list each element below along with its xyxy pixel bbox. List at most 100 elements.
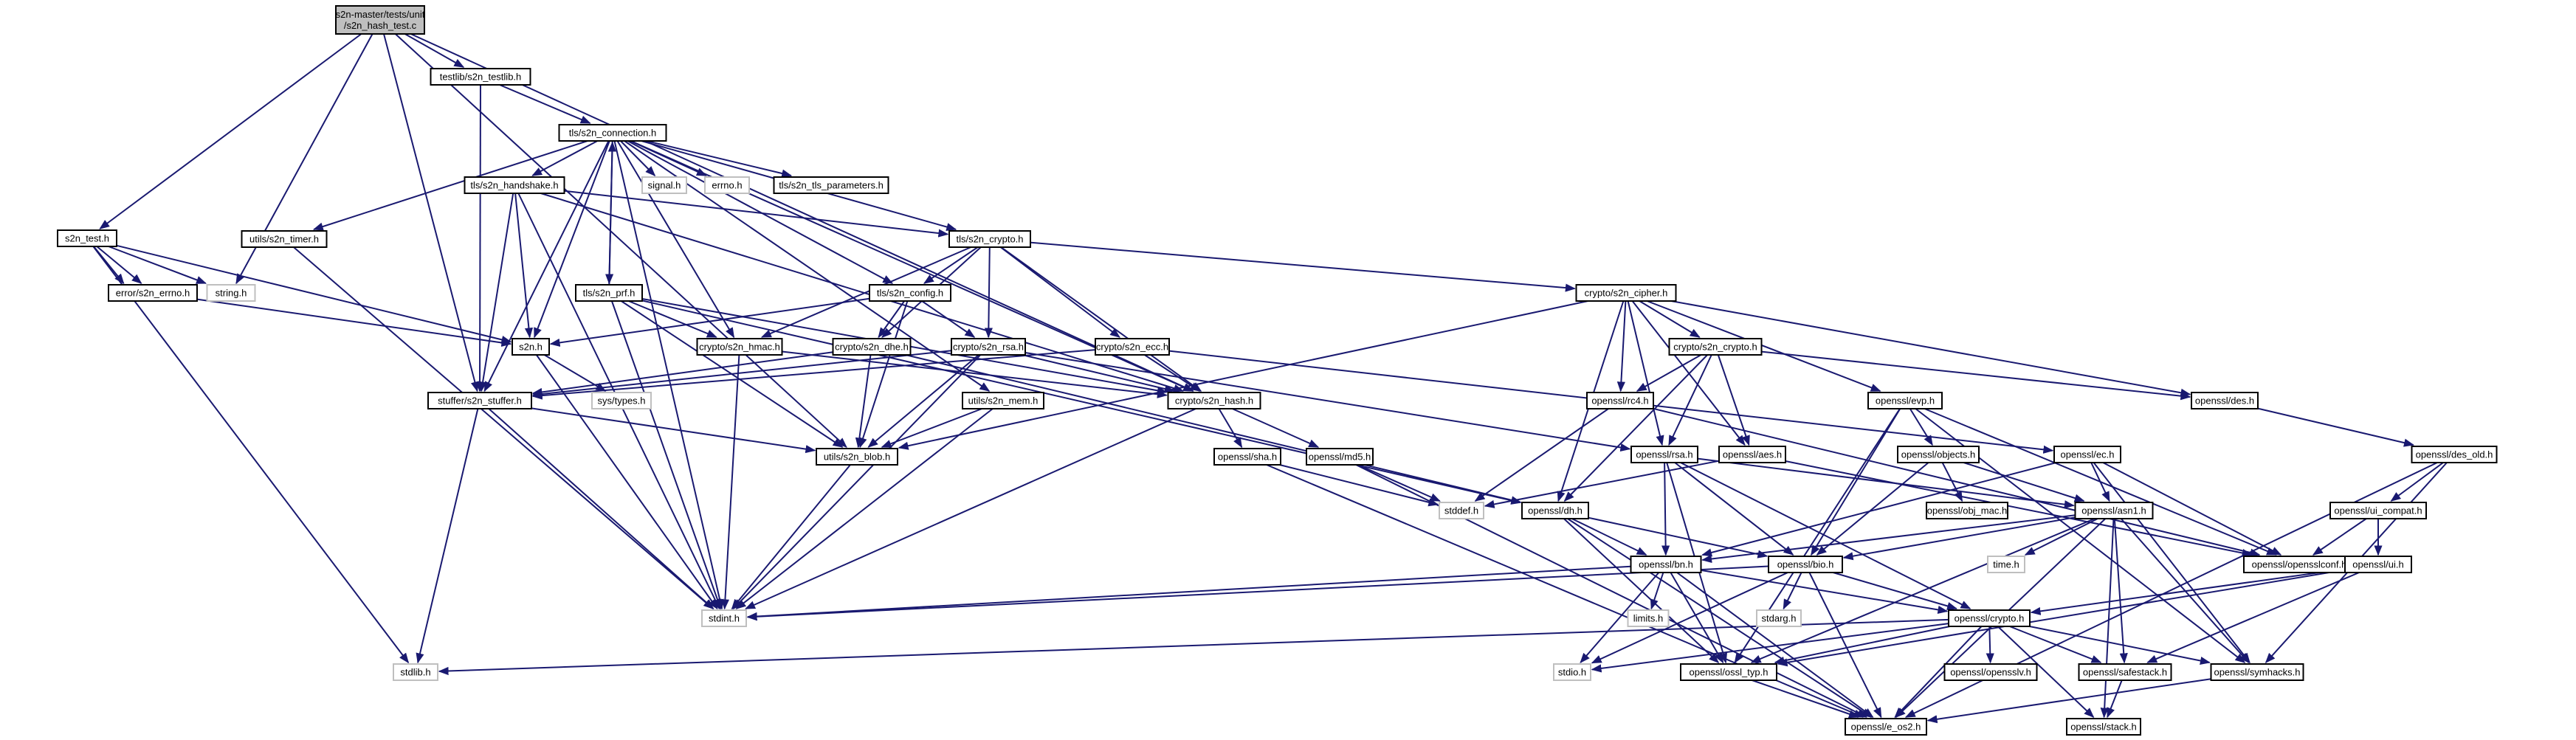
node-ossl_symhacks[interactable]: openssl/symhacks.h [2210,663,2304,681]
node-ossl_bio[interactable]: openssl/bio.h [1768,556,1843,573]
node-ossl_des-label: openssl/des.h [2195,395,2254,407]
node-ossl_rsa[interactable]: openssl/rsa.h [1630,446,1698,463]
node-crypto_cipher[interactable]: crypto/s2n_cipher.h [1575,284,1677,302]
node-string[interactable]: string.h [206,284,256,302]
node-stuffer[interactable]: stuffer/s2n_stuffer.h [427,392,532,409]
node-s2n_errno[interactable]: error/s2n_errno.h [108,284,198,302]
edge-crypto_cipher-to-ossl_rsa [1627,300,1664,446]
edge-ossl_ui-to-ossl_crypto [2030,568,2346,615]
edge-root-to-utils_blob [395,33,847,448]
edge-tls_crypto-to-crypto_cipher [1030,241,1576,292]
node-ossl_safestack-label: openssl/safestack.h [2083,667,2167,678]
edge-tls_config-to-utils_blob [858,300,909,449]
edge-ossl_md5-to-stddef [1357,464,1441,502]
node-tls_conn[interactable]: tls/s2n_connection.h [558,124,667,142]
node-ossl_typ-box [1680,663,1777,681]
node-ossl_stack[interactable]: openssl/stack.h [2066,718,2141,736]
node-tls_prf[interactable]: tls/s2n_prf.h [575,284,643,302]
node-ossl_asn1-box [2074,502,2154,519]
node-testlib[interactable]: testlib/s2n_testlib.h [430,68,531,86]
node-ossl_objmac[interactable]: openssl/obj_mac.h [1926,502,2008,519]
node-ossl_rc4[interactable]: openssl/rc4.h [1586,392,1654,409]
node-tls_config-label: tls/s2n_config.h [877,288,943,299]
node-s2n_test[interactable]: s2n_test.h [57,229,117,247]
node-ossl_bn[interactable]: openssl/bn.h [1630,556,1702,573]
node-utils_mem[interactable]: utils/s2n_mem.h [962,392,1044,409]
node-ossl_aes[interactable]: openssl/aes.h [1718,446,1786,463]
edge-ossl_dh-to-ossl_typ [1563,518,1720,663]
node-ossl_ec-box [2053,446,2121,463]
node-crypto_dhe[interactable]: crypto/s2n_dhe.h [832,338,912,356]
edge-tls_conn-to-s2n_h [534,140,610,339]
node-ossl_symhacks-box [2210,663,2304,681]
edge-tls_conn-to-tls_params [646,140,793,178]
node-ossl_des[interactable]: openssl/des.h [2191,392,2259,409]
node-s2n_h[interactable]: s2n.h [512,338,550,356]
node-crypto_rsa[interactable]: crypto/s2n_rsa.h [951,338,1026,356]
node-utils_blob[interactable]: utils/s2n_blob.h [816,448,898,466]
edge-ossl_bn-to-ossl_crypto [1701,569,1949,614]
edge-tls_handshake-to-s2n_h [514,193,534,339]
node-ossl_ui[interactable]: openssl/ui.h [2344,556,2412,573]
node-ossl_e_os2[interactable]: openssl/e_os2.h [1845,718,1927,736]
node-ossl_evp[interactable]: openssl/evp.h [1867,392,1943,409]
node-ossl_sha-label: openssl/sha.h [1218,452,1277,463]
edge-ossl_objects-to-ossl_asn1 [1963,462,2085,502]
node-ossl_des_old[interactable]: openssl/des_old.h [2411,446,2498,463]
edge-s2n_test-to-s2n_errno [96,246,142,284]
node-time[interactable]: time.h [1987,556,2025,573]
edge-crypto_cipher-to-ossl_rc4 [1616,300,1627,393]
node-limits[interactable]: limits.h [1627,609,1670,627]
node-stddef[interactable]: stddef.h [1439,502,1484,519]
node-time-box [1987,556,2025,573]
node-tls_crypto[interactable]: tls/s2n_crypto.h [948,230,1031,248]
node-tls_handshake[interactable]: tls/s2n_handshake.h [464,176,565,194]
edge-ossl_evp-to-ossl_bio [1811,408,1901,556]
node-s2n_test-label: s2n_test.h [65,233,109,244]
node-crypto_ecc[interactable]: crypto/s2n_ecc.h [1095,338,1170,356]
node-ossl_typ[interactable]: openssl/ossl_typ.h [1680,663,1777,681]
edge-ossl_sha-to-stddef [1279,464,1439,507]
node-ossl_sha[interactable]: openssl/sha.h [1213,448,1281,466]
node-stdlib[interactable]: stdlib.h [393,663,438,681]
node-ossl_des_old-label: openssl/des_old.h [2416,449,2493,460]
node-ossl_safestack-box [2078,663,2172,681]
node-crypto_ecc-label: crypto/s2n_ecc.h [1096,342,1168,353]
node-crypto_hash[interactable]: crypto/s2n_hash.h [1167,392,1261,409]
node-sys_types[interactable]: sys/types.h [591,392,652,409]
node-crypto_cipher-label: crypto/s2n_cipher.h [1585,288,1668,299]
node-ossl_md5[interactable]: openssl/md5.h [1306,448,1374,466]
node-tls_params[interactable]: tls/s2n_tls_parameters.h [773,176,889,194]
node-errno[interactable]: errno.h [704,176,750,194]
node-ossl_conf-label: openssl/opensslconf.h [2252,559,2347,570]
node-ossl_ec[interactable]: openssl/ec.h [2053,446,2121,463]
node-ossl_conf[interactable]: openssl/opensslconf.h [2243,556,2355,573]
node-tls_config[interactable]: tls/s2n_config.h [869,284,951,302]
node-crypto_hmac[interactable]: crypto/s2n_hmac.h [696,338,783,356]
node-signal-label: signal.h [648,180,681,191]
edge-tls_handshake-to-stuffer [478,193,514,393]
node-crypto_crypto[interactable]: crypto/s2n_crypto.h [1668,338,1763,356]
edge-tls_crypto-to-crypto_hmac [760,246,971,338]
node-stdint[interactable]: stdint.h [701,609,747,627]
node-ossl_ui_compat[interactable]: openssl/ui_compat.h [2329,502,2427,519]
node-ossl_ec-label: openssl/ec.h [2061,449,2115,460]
node-stdarg[interactable]: stdarg.h [1756,609,1802,627]
node-ossl_objects[interactable]: openssl/objects.h [1897,446,1980,463]
node-signal[interactable]: signal.h [641,176,687,194]
node-ossl_opensslv[interactable]: openssl/opensslv.h [1943,663,2038,681]
node-ossl_dh[interactable]: openssl/dh.h [1521,502,1589,519]
node-utils_timer[interactable]: utils/s2n_timer.h [241,230,328,248]
edge-ossl_rsa-to-ossl_asn1 [1697,457,2075,509]
node-ossl_crypto[interactable]: openssl/crypto.h [1948,609,2031,627]
edge-ossl_safestack-to-ossl_stack [2107,680,2123,719]
node-ossl_safestack[interactable]: openssl/safestack.h [2078,663,2172,681]
edge-tls_config-to-s2n_h [549,297,870,347]
node-stdio[interactable]: stdio.h [1553,663,1591,681]
edge-utils_mem-to-utils_blob [881,408,982,448]
edge-crypto_cipher-to-crypto_crypto [1639,300,1701,338]
edge-ossl_rsa-to-ossl_bn [1661,462,1670,556]
node-ossl_asn1[interactable]: openssl/asn1.h [2074,502,2154,519]
edge-s2n_h-to-sys_types [543,354,607,392]
edge-tls_prf-to-crypto_hmac [628,300,717,338]
